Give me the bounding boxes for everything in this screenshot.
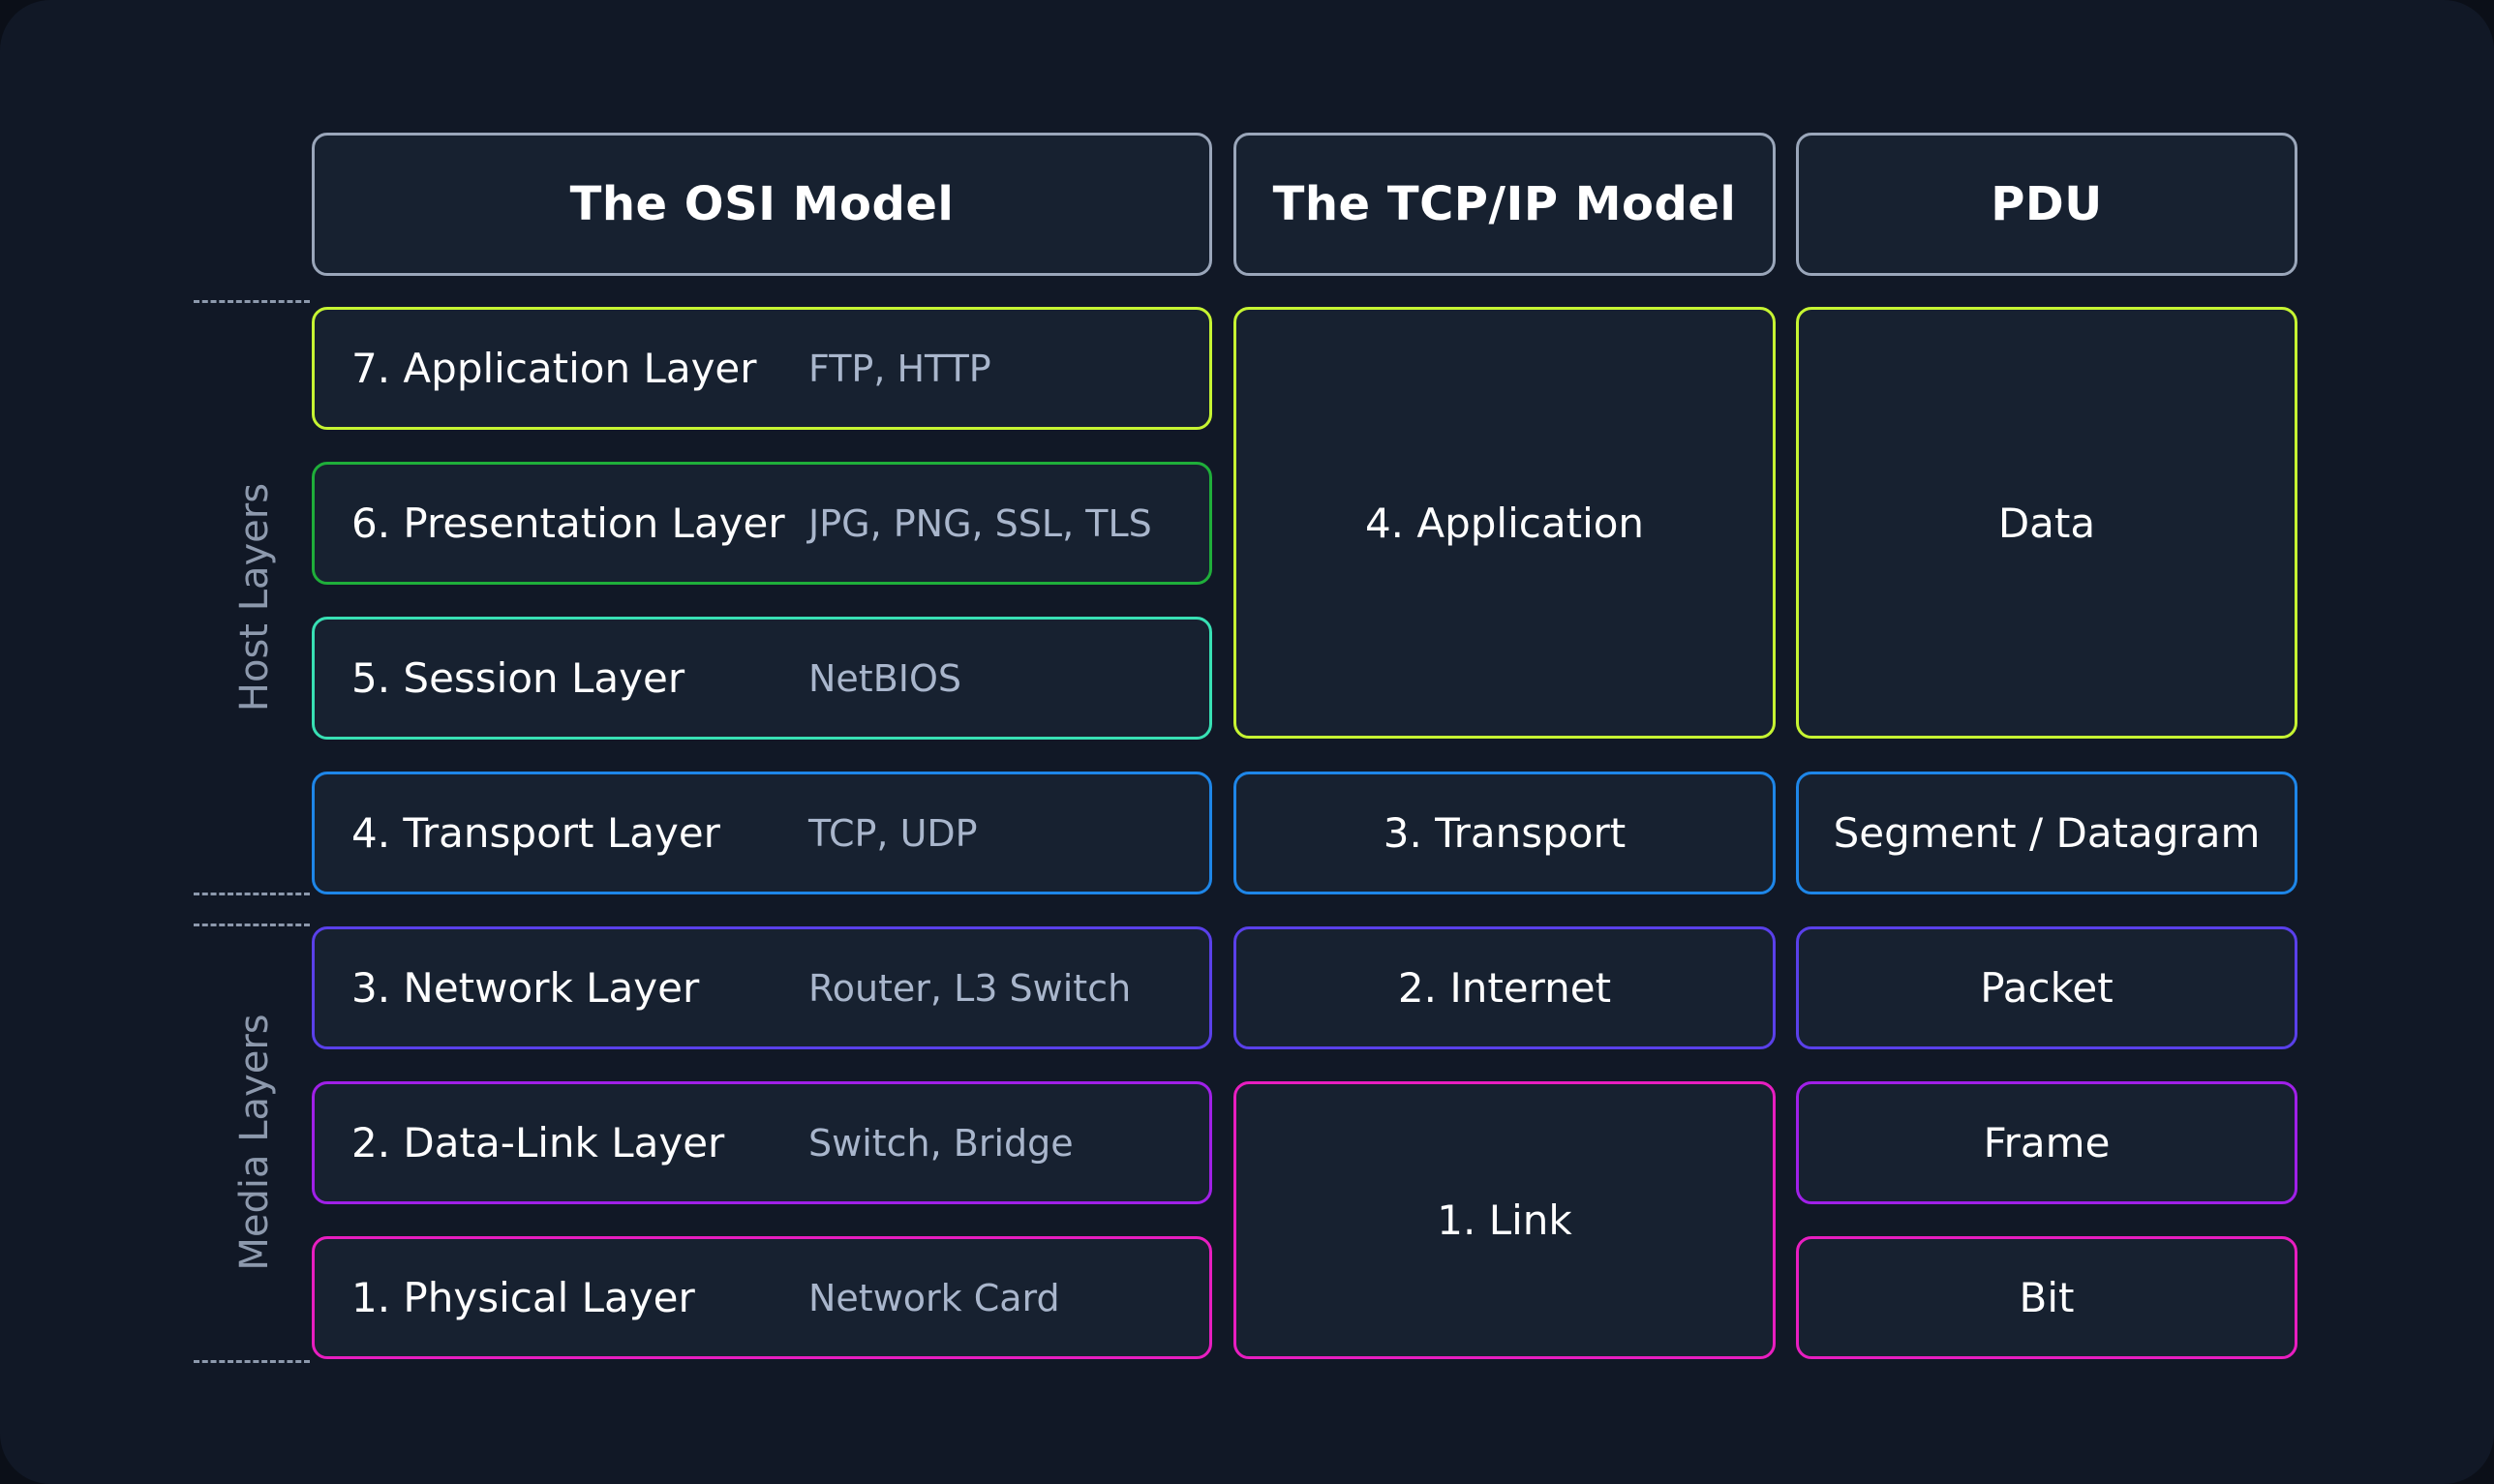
pdu-segment-datagram: Segment / Datagram: [1796, 772, 2297, 894]
host-top-divider: [194, 300, 310, 303]
osi-layer-name: 7. Application Layer: [351, 345, 757, 392]
osi-layer-4: 4. Transport Layer TCP, UDP: [312, 772, 1212, 894]
osi-layer-2: 2. Data-Link Layer Switch, Bridge: [312, 1081, 1212, 1204]
osi-layer-7: 7. Application Layer FTP, HTTP: [312, 307, 1212, 430]
osi-layer-1: 1. Physical Layer Network Card: [312, 1236, 1212, 1359]
pdu-frame: Frame: [1796, 1081, 2297, 1204]
host-bottom-divider: [194, 893, 310, 895]
osi-layer-protocols: JPG, PNG, SSL, TLS: [808, 501, 1152, 545]
tcpip-layer-transport: 3. Transport: [1233, 772, 1776, 894]
osi-layer-protocols: FTP, HTTP: [808, 347, 991, 390]
osi-layer-name: 4. Transport Layer: [351, 809, 720, 857]
osi-layer-6: 6. Presentation Layer JPG, PNG, SSL, TLS: [312, 462, 1212, 585]
osi-layer-3: 3. Network Layer Router, L3 Switch: [312, 926, 1212, 1049]
osi-layer-protocols: Network Card: [808, 1276, 1060, 1319]
osi-layer-protocols: Switch, Bridge: [808, 1121, 1074, 1165]
osi-layer-5: 5. Session Layer NetBIOS: [312, 617, 1212, 740]
media-bottom-divider: [194, 1360, 310, 1363]
osi-layer-name: 6. Presentation Layer: [351, 500, 785, 547]
media-top-divider: [194, 924, 310, 926]
pdu-data: Data: [1796, 307, 2297, 739]
osi-header: The OSI Model: [312, 133, 1212, 276]
pdu-bit: Bit: [1796, 1236, 2297, 1359]
osi-layer-name: 5. Session Layer: [351, 654, 685, 702]
osi-layer-name: 1. Physical Layer: [351, 1274, 695, 1321]
osi-layer-name: 2. Data-Link Layer: [351, 1119, 725, 1166]
pdu-packet: Packet: [1796, 926, 2297, 1049]
media-layers-text: Media Layers: [232, 1014, 277, 1271]
osi-layer-protocols: Router, L3 Switch: [808, 966, 1132, 1010]
osi-layer-protocols: TCP, UDP: [808, 811, 978, 855]
pdu-header: PDU: [1796, 133, 2297, 276]
tcpip-layer-link: 1. Link: [1233, 1081, 1776, 1359]
tcpip-layer-application: 4. Application: [1233, 307, 1776, 739]
osi-layer-name: 3. Network Layer: [351, 964, 700, 1012]
tcpip-header: The TCP/IP Model: [1233, 133, 1776, 276]
host-layers-text: Host Layers: [232, 482, 277, 712]
tcpip-layer-internet: 2. Internet: [1233, 926, 1776, 1049]
osi-layer-protocols: NetBIOS: [808, 656, 962, 700]
